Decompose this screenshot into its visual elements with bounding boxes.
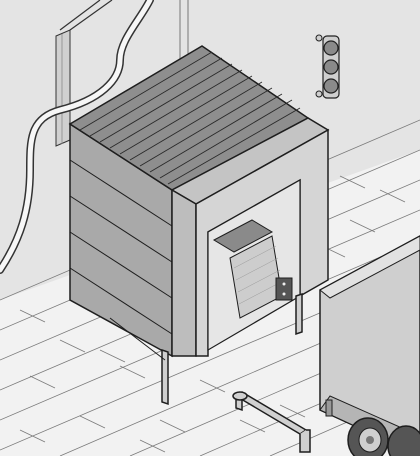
- wheel-guide: [232, 391, 311, 453]
- support-legs: [109, 292, 303, 406]
- truck-trailer: [319, 235, 420, 456]
- loading-dock-house: [68, 45, 330, 358]
- traffic-light: [315, 34, 340, 99]
- dock-leveller: [212, 219, 274, 253]
- wall-cable: [0, 0, 154, 274]
